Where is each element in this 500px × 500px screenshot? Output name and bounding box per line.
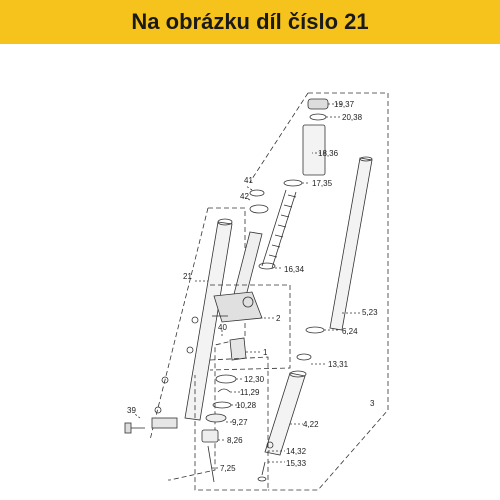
label-21: 21 (183, 272, 192, 281)
lower-leg-4-22 (264, 370, 307, 456)
spring-12-30 (215, 374, 237, 384)
label-19-37: 19,37 (334, 100, 355, 109)
label-7-25: 7,25 (220, 464, 236, 473)
seal-13-31 (296, 353, 312, 361)
axle-bracket (151, 417, 178, 429)
label-13-31: 13,31 (328, 360, 349, 369)
label-16-34: 16,34 (284, 265, 305, 274)
clip-11-29 (217, 388, 231, 393)
label-42: 42 (240, 192, 249, 201)
washer-15-33 (257, 476, 267, 482)
washer-10-28 (212, 401, 232, 409)
bushing-6-24 (305, 326, 325, 334)
label-17-35: 17,35 (312, 179, 333, 188)
washer-17-35 (283, 179, 303, 187)
label-1: 1 (263, 348, 268, 357)
label-3: 3 (370, 399, 375, 408)
fork-spring-16-34 (258, 189, 297, 270)
label-11-29: 11,29 (240, 388, 260, 397)
title-banner: Na obrázku díl číslo 21 (0, 0, 500, 44)
label-9-27: 9,27 (232, 418, 248, 427)
damper-rod-7-25 (207, 445, 215, 483)
label-15-33: 15,33 (286, 459, 307, 468)
label-2: 2 (276, 314, 281, 323)
label-6-24: 6,24 (342, 327, 358, 336)
label-39: 39 (127, 406, 136, 415)
label-4-22: 4,22 (303, 420, 319, 429)
label-14-32: 14,32 (286, 447, 307, 456)
steering-stem-2 (213, 231, 263, 323)
label-12-30: 12,30 (244, 375, 265, 384)
label-10-28: 10,28 (236, 401, 257, 410)
group-frame-21 (168, 207, 246, 481)
group-frame-outer (268, 92, 389, 491)
banner-title: Na obrázku díl číslo 21 (131, 9, 369, 34)
o-ring-20-38 (309, 113, 327, 121)
label-41: 41 (244, 176, 253, 185)
bracket-1 (229, 337, 247, 361)
seal-9-27 (205, 413, 227, 423)
outer-tube-5-23 (329, 156, 373, 331)
bolt-14-32 (261, 461, 266, 476)
bushing-8-26 (201, 429, 219, 443)
label-20-38: 20,38 (342, 113, 363, 122)
label-40: 40 (218, 323, 227, 332)
washer-41 (249, 189, 265, 197)
inner-tube-21 (154, 218, 233, 421)
label-5-23: 5,23 (362, 308, 378, 317)
label-8-26: 8,26 (227, 436, 243, 445)
spacer-tube-18-36 (302, 124, 326, 176)
seal-42 (249, 204, 269, 214)
label-18-36: 18,36 (318, 149, 339, 158)
fork-cap-19-37 (307, 98, 342, 110)
